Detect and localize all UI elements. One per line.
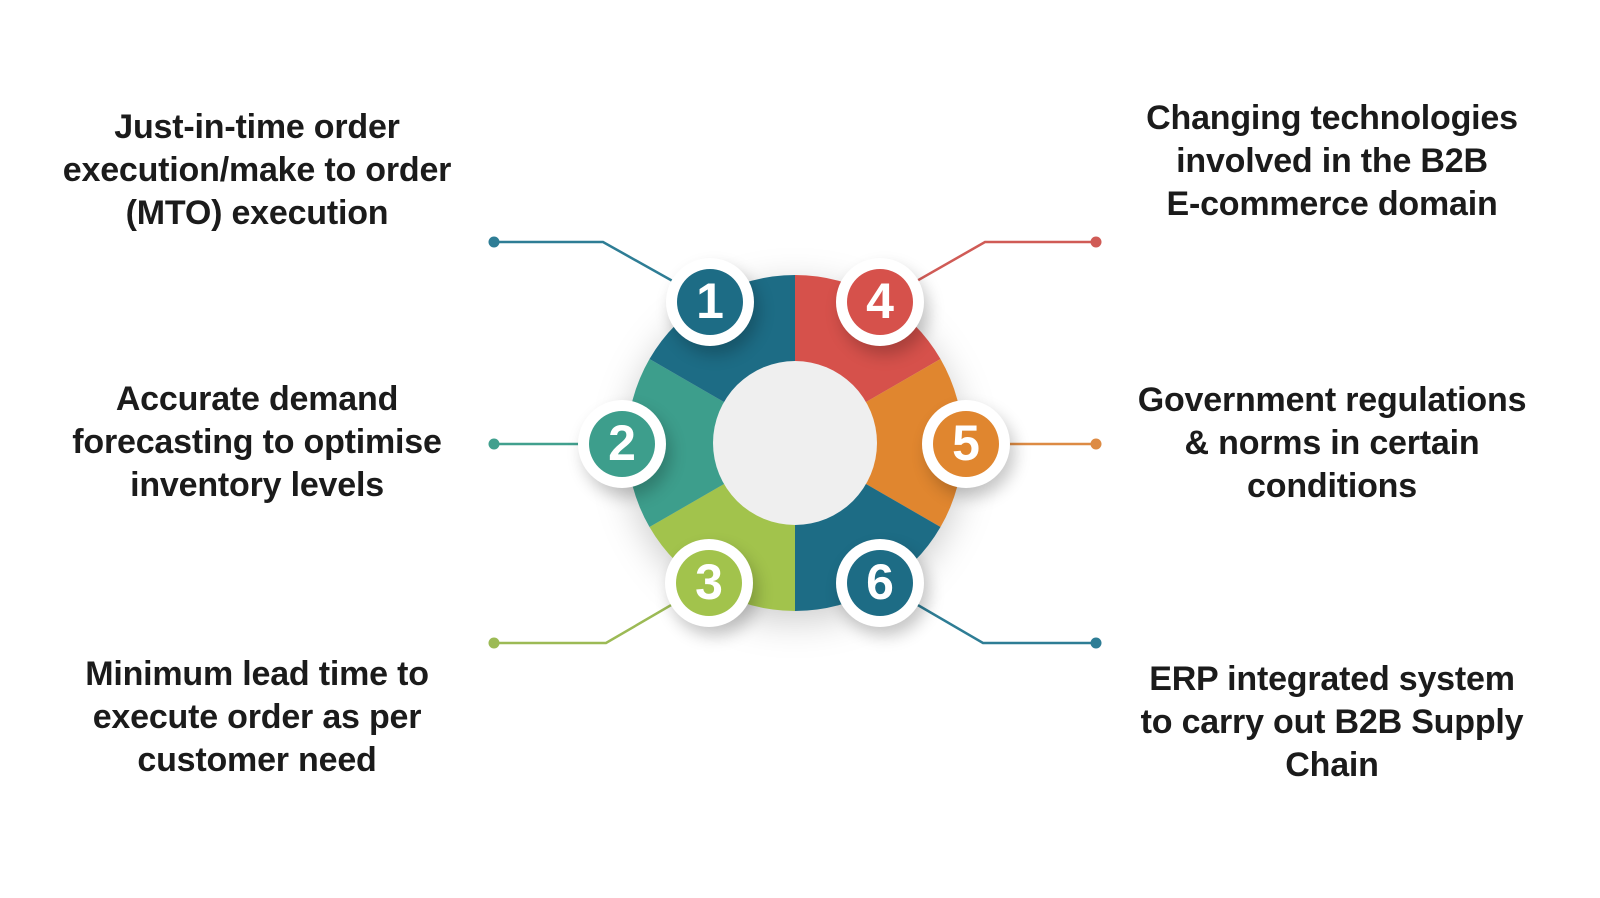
step-label-3: Minimum lead time to execute order as pe…: [17, 653, 497, 782]
step-number-4: 4: [866, 273, 894, 329]
step-label-2: Accurate demand forecasting to optimise …: [17, 378, 497, 507]
wheel-hole: [713, 361, 877, 525]
step-number-5: 5: [952, 415, 980, 471]
step-label-line: Just-in-time order: [114, 108, 400, 146]
wheel-segment-2: [626, 359, 795, 527]
step-badge-6-circle: 6: [847, 550, 913, 616]
step-label-line: Changing technologies: [1146, 99, 1518, 137]
step-label-line: execute order as per: [92, 698, 422, 736]
step-badge-5: 5: [922, 400, 1010, 488]
step-badge-5-circle: 5: [933, 411, 999, 477]
step-label-line: Government regulations: [1137, 381, 1527, 419]
step-badge-2: 2: [578, 400, 666, 488]
step-label-line: Chain: [1285, 746, 1379, 784]
step-label-line: to carry out B2B Supply: [1140, 703, 1524, 741]
step-badge-2-circle: 2: [589, 411, 655, 477]
step-number-6: 6: [866, 554, 894, 610]
step-label-line: Minimum lead time to: [85, 655, 429, 693]
step-badge-1-circle: 1: [677, 269, 743, 335]
step-badge-1: 1: [666, 258, 754, 346]
step-badge-6: 6: [836, 539, 924, 627]
connector-dot-2: [488, 438, 500, 450]
step-label-line: inventory levels: [130, 466, 384, 504]
step-label-line: & norms in certain: [1184, 424, 1480, 462]
connector-dot-5: [1090, 438, 1102, 450]
step-label-5: Government regulations & norms in certai…: [1092, 379, 1572, 508]
step-label-line: involved in the B2B: [1176, 142, 1488, 180]
step-label-line: conditions: [1247, 467, 1417, 505]
step-badge-4-circle: 4: [847, 269, 913, 335]
step-label-line: execution/make to order: [62, 151, 452, 189]
step-label-line: E-commerce domain: [1166, 185, 1498, 223]
connector-dot-3: [488, 637, 500, 649]
step-badge-4: 4: [836, 258, 924, 346]
step-label-1: Just-in-time order execution/make to ord…: [17, 106, 497, 235]
connector-dot-6: [1090, 637, 1102, 649]
step-number-2: 2: [608, 415, 636, 471]
step-label-line: ERP integrated system: [1149, 660, 1515, 698]
wheel-segment-5: [795, 359, 964, 527]
step-label-line: forecasting to optimise: [72, 423, 442, 461]
step-label-line: (MTO) execution: [125, 194, 389, 232]
step-number-3: 3: [695, 554, 723, 610]
connector-dot-1: [488, 236, 500, 248]
step-label-line: customer need: [137, 741, 377, 779]
step-number-1: 1: [696, 273, 724, 329]
step-badge-3: 3: [665, 539, 753, 627]
step-badge-3-circle: 3: [676, 550, 742, 616]
step-label-line: Accurate demand: [115, 380, 399, 418]
step-label-6: ERP integrated system to carry out B2B S…: [1092, 658, 1572, 787]
connector-dot-4: [1090, 236, 1102, 248]
step-label-4: Changing technologies involved in the B2…: [1092, 97, 1572, 226]
